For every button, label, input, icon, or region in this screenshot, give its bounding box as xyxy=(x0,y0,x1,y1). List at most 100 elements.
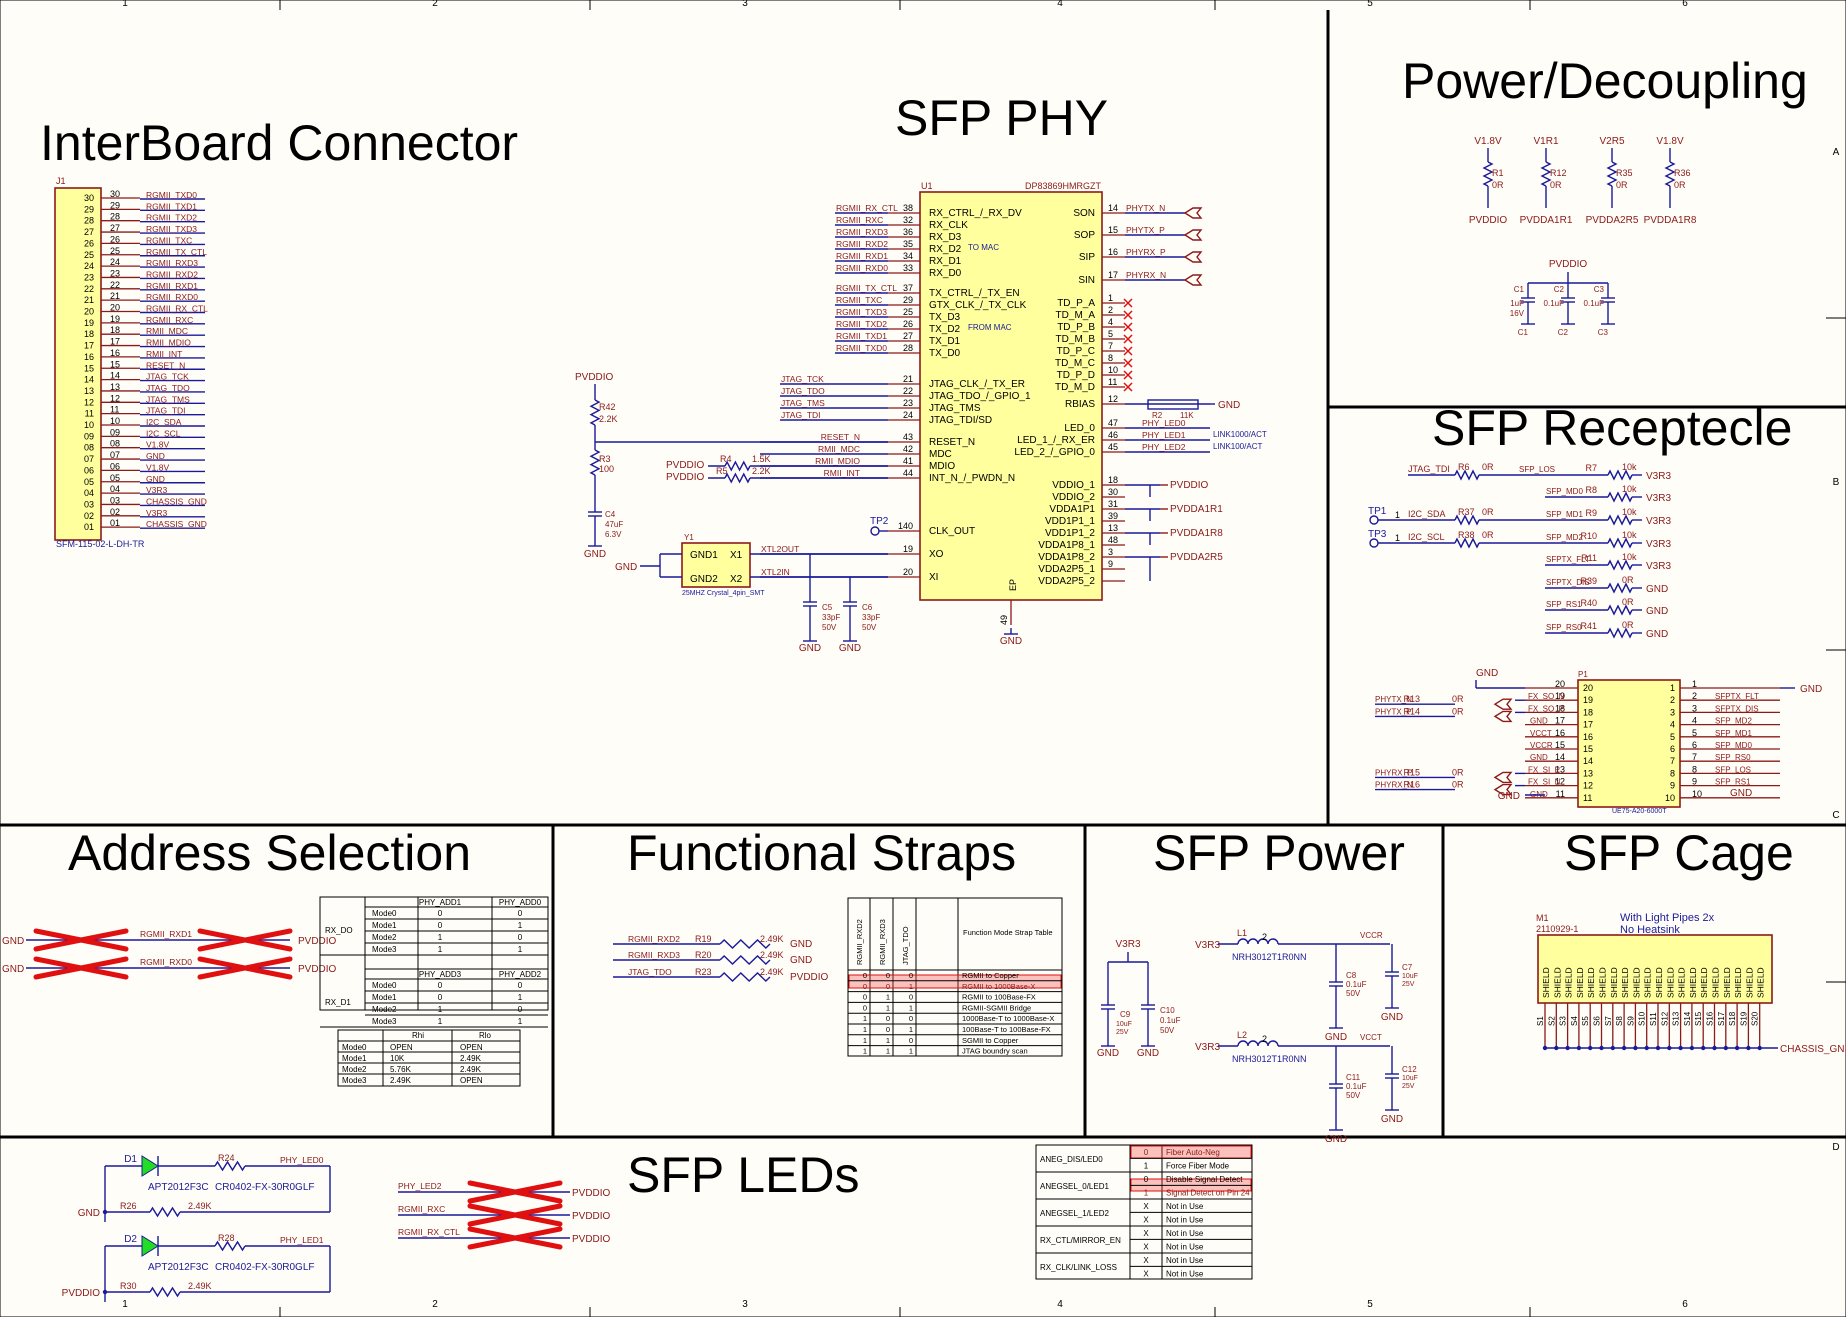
u1-pin-number: 31 xyxy=(1108,499,1118,509)
j1-net-label: V3R3 xyxy=(146,508,168,518)
resistor-ref: R40 xyxy=(1580,598,1597,608)
tp3-icon[interactable] xyxy=(1369,538,1379,548)
u1-pin-name: TD_P_D xyxy=(1057,370,1095,381)
gnd-label: GND xyxy=(1800,684,1822,695)
power-rail-label: V1.8V xyxy=(1474,136,1502,147)
u1-pin-number: 45 xyxy=(1108,442,1118,452)
c5-value: 33pF xyxy=(822,613,840,622)
net-label: SFP_RS1 xyxy=(1715,778,1751,787)
u1-pin-number: 41 xyxy=(903,456,913,466)
resistor-value: 0R xyxy=(1482,462,1494,472)
j1-pin-number: 16 xyxy=(110,348,120,358)
table-cell: 0 xyxy=(886,1025,890,1034)
net-label: SFP_LOS xyxy=(1715,765,1751,774)
j1-body xyxy=(54,187,102,541)
p1-pin-number: 15 xyxy=(1555,740,1565,750)
r2-body xyxy=(1147,399,1199,410)
table-cell: 1 xyxy=(886,1003,890,1012)
gnd-label: GND xyxy=(799,643,821,654)
net-label: GND xyxy=(1530,717,1548,726)
inductor-part: NRH3012T1R0NN xyxy=(1232,1054,1307,1064)
resistor-ref: R23 xyxy=(695,967,712,977)
m1-pin-name: SHIELD xyxy=(1733,967,1743,998)
no-connect-icon xyxy=(1123,370,1133,380)
m1-pin-number: S8 xyxy=(1615,1016,1624,1026)
resistor-symbol xyxy=(1606,161,1618,187)
u1-net-label: RESET_N xyxy=(821,432,860,442)
u1-pin-name: VDDA1P1 xyxy=(1049,504,1095,515)
u1-net-label: JTAG_TDI xyxy=(781,410,821,420)
u1-pin-name: LED_2_/_GPIO_0 xyxy=(1014,447,1095,458)
u1-pin-number: 25 xyxy=(903,307,913,317)
led-resistor-part: CR0402-FX-30R0GLF xyxy=(215,1182,314,1193)
u1-pin-number: 15 xyxy=(1108,225,1118,235)
u1-pin-number: 37 xyxy=(903,283,913,293)
rail-label: GND xyxy=(78,1208,100,1219)
net-label: PHYRX_N xyxy=(1375,781,1413,790)
power-out-label: PVDDA1R8 xyxy=(1644,215,1697,226)
cap-ref: C3 xyxy=(1594,285,1605,294)
u1-pin-number: 17 xyxy=(1108,270,1118,280)
m1-pin-number: S11 xyxy=(1649,1012,1658,1026)
u1-pin-name: JTAG_TMS xyxy=(929,403,981,414)
u1-pin-name: VDDIO_1 xyxy=(1052,480,1095,491)
j1-pin-number: 26 xyxy=(110,234,120,244)
dnp-resistor xyxy=(467,1203,563,1227)
net-label: PHY_LED2 xyxy=(398,1181,442,1191)
u1-net-label: PHYTX_P xyxy=(1126,225,1165,235)
net-label: VCCT xyxy=(1360,1033,1382,1042)
u1-pin-number: 23 xyxy=(903,398,913,408)
u1-net-label: PHY_LED1 xyxy=(1142,430,1186,440)
resistor-symbol xyxy=(1607,559,1633,571)
table-header: RGMII_RXD3 xyxy=(878,919,887,965)
u1-pin-name: VDDA1P8_1 xyxy=(1038,540,1095,551)
j1-pin-number: 21 xyxy=(84,295,94,305)
tp2-icon[interactable] xyxy=(870,526,880,536)
table-cell: 0 xyxy=(518,909,523,918)
section-title-sfp-leds: SFP LEDs xyxy=(627,1147,860,1203)
p1-part: UE75-A20-6000T xyxy=(1612,808,1667,815)
j1-pin-number: 06 xyxy=(110,461,120,471)
j1-pin-number: 10 xyxy=(84,420,94,430)
u1-pin-number: 30 xyxy=(1108,487,1118,497)
rail-label: GND xyxy=(1646,606,1668,617)
u1-pin-number: 10 xyxy=(1108,365,1118,375)
resistor-symbol xyxy=(1454,514,1480,526)
m1-pin-name: SHIELD xyxy=(1677,967,1687,998)
u1-pin-name: RX_D3 xyxy=(929,232,962,243)
table-cell: 1 xyxy=(909,982,913,991)
u1-pin-name: CLK_OUT xyxy=(929,526,975,537)
p1-pin-name: 13 xyxy=(1583,768,1593,778)
u1-net-label: PHY_LED0 xyxy=(1142,418,1186,428)
table-cell: 1 xyxy=(518,921,523,930)
m1-pin-number: S19 xyxy=(1739,1011,1748,1026)
u1-net-label: JTAG_TCK xyxy=(781,374,824,384)
j1-net-label: RMII_MDC xyxy=(146,326,188,336)
section-title-interboard: InterBoard Connector xyxy=(40,115,518,171)
led-resistor-ref: R24 xyxy=(218,1153,235,1163)
resistor-ref: R36 xyxy=(1674,168,1691,178)
c6-value: 33pF xyxy=(862,613,880,622)
u1-pin-name: INT_N_/_PWDN_N xyxy=(929,473,1015,484)
m1-pin-number: S2 xyxy=(1547,1016,1556,1026)
u1-pin-name: TD_M_A xyxy=(1056,310,1096,321)
tp1-icon[interactable] xyxy=(1369,515,1379,525)
p1-pin-name: 1 xyxy=(1670,683,1675,693)
u1-pin-name: XI xyxy=(929,572,938,583)
m1-pin-name: SHIELD xyxy=(1654,967,1664,998)
u1-net-label: XTL2IN xyxy=(761,567,790,577)
j1-ref: J1 xyxy=(56,176,66,186)
grid-row-label: D xyxy=(1832,1142,1839,1153)
p1-pin-number: 9 xyxy=(1692,777,1697,787)
p1-pin-number: 5 xyxy=(1692,728,1697,738)
inductor-pin: 2 xyxy=(1262,1034,1267,1044)
no-connect-icon xyxy=(1123,310,1133,320)
table-header: Rhi xyxy=(412,1031,424,1040)
j1-net-label: RGMII_RXD3 xyxy=(146,258,198,268)
u1-pin-name: RBIAS xyxy=(1065,399,1095,410)
u1-net-label: RMII_MDIO xyxy=(815,456,860,466)
u1-pin-number: 42 xyxy=(903,444,913,454)
pvddio-label: PVDDIO xyxy=(572,1211,611,1222)
table-cell: Fiber Auto-Neg xyxy=(1166,1148,1220,1157)
net-label: I2C_SDA xyxy=(1408,509,1446,519)
